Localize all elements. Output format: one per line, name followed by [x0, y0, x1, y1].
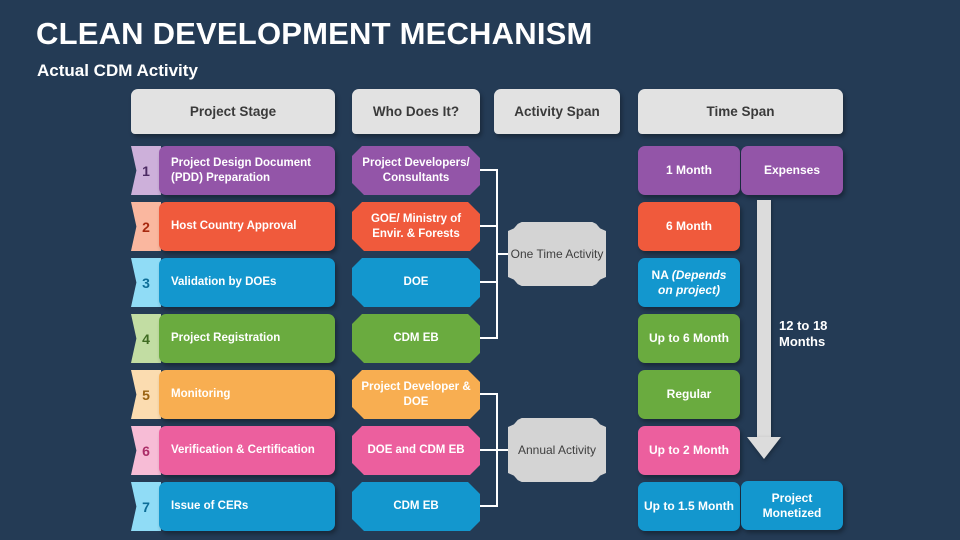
stage-number-badge: 3: [131, 258, 161, 307]
who-does-it-box[interactable]: CDM EB: [352, 314, 480, 363]
column-header-time-span: Time Span: [638, 89, 843, 134]
stage-number-badge: 7: [131, 482, 161, 531]
who-does-it-box[interactable]: Project Developers/ Consultants: [352, 146, 480, 195]
who-does-it-box[interactable]: DOE: [352, 258, 480, 307]
time-span-box[interactable]: Up to 6 Month: [638, 314, 740, 363]
connector-out-one-time: [496, 253, 514, 255]
who-does-it-box[interactable]: GOE/ Ministry of Envir. & Forests: [352, 202, 480, 251]
time-span-note: (Depends on project): [658, 267, 727, 297]
time-span-box[interactable]: Up to 1.5 Month: [638, 482, 740, 531]
stage-label: Project Design Document (PDD) Preparatio…: [159, 146, 335, 195]
page-subtitle: Actual CDM Activity: [37, 61, 198, 80]
connector-stub-row6: [480, 449, 498, 451]
stage-number-badge: 6: [131, 426, 161, 475]
duration-arrow-shaft: [757, 200, 771, 437]
who-does-it-box[interactable]: Project Developer & DOE: [352, 370, 480, 419]
who-does-it-box[interactable]: DOE and CDM EB: [352, 426, 480, 475]
duration-arrow-caption: 12 to 18 Months: [779, 318, 828, 350]
stage-label: Host Country Approval: [159, 202, 335, 251]
connector-out-annual: [496, 449, 514, 451]
stage-number-badge: 5: [131, 370, 161, 419]
connector-stub-row4: [480, 337, 498, 339]
time-span-box[interactable]: Up to 2 Month: [638, 426, 740, 475]
connector-stub-row5: [480, 393, 498, 395]
connector-stub-row3: [480, 281, 498, 283]
activity-span-one-time: One Time Activity: [508, 222, 606, 286]
time-span-box[interactable]: 1 Month: [638, 146, 740, 195]
column-header-activity-span: Activity Span: [494, 89, 620, 134]
page-title: CLEAN DEVELOPMENT MECHANISM: [36, 16, 593, 51]
stage-number-badge: 2: [131, 202, 161, 251]
stage-label: Issue of CERs: [159, 482, 335, 531]
stage-label: Monitoring: [159, 370, 335, 419]
time-span-box[interactable]: NA (Depends on project): [638, 258, 740, 307]
connector-stub-row2: [480, 225, 498, 227]
stage-number-badge: 4: [131, 314, 161, 363]
duration-arrow-head: [747, 437, 781, 459]
stage-label: Verification & Certification: [159, 426, 335, 475]
outcome-expenses-box: Expenses: [741, 146, 843, 195]
column-header-who-does-it: Who Does It?: [352, 89, 480, 134]
stage-label: Validation by DOEs: [159, 258, 335, 307]
time-span-box[interactable]: Regular: [638, 370, 740, 419]
time-span-box[interactable]: 6 Month: [638, 202, 740, 251]
time-span-text: NA (Depends on project): [644, 268, 734, 298]
stage-label: Project Registration: [159, 314, 335, 363]
activity-span-annual: Annual Activity: [508, 418, 606, 482]
connector-stub-row1: [480, 169, 498, 171]
outcome-project-monetized-box: Project Monetized: [741, 481, 843, 530]
connector-stub-row7: [480, 505, 498, 507]
time-span-value: NA: [651, 267, 672, 282]
stage-number-badge: 1: [131, 146, 161, 195]
column-header-project-stage: Project Stage: [131, 89, 335, 134]
who-does-it-box[interactable]: CDM EB: [352, 482, 480, 531]
